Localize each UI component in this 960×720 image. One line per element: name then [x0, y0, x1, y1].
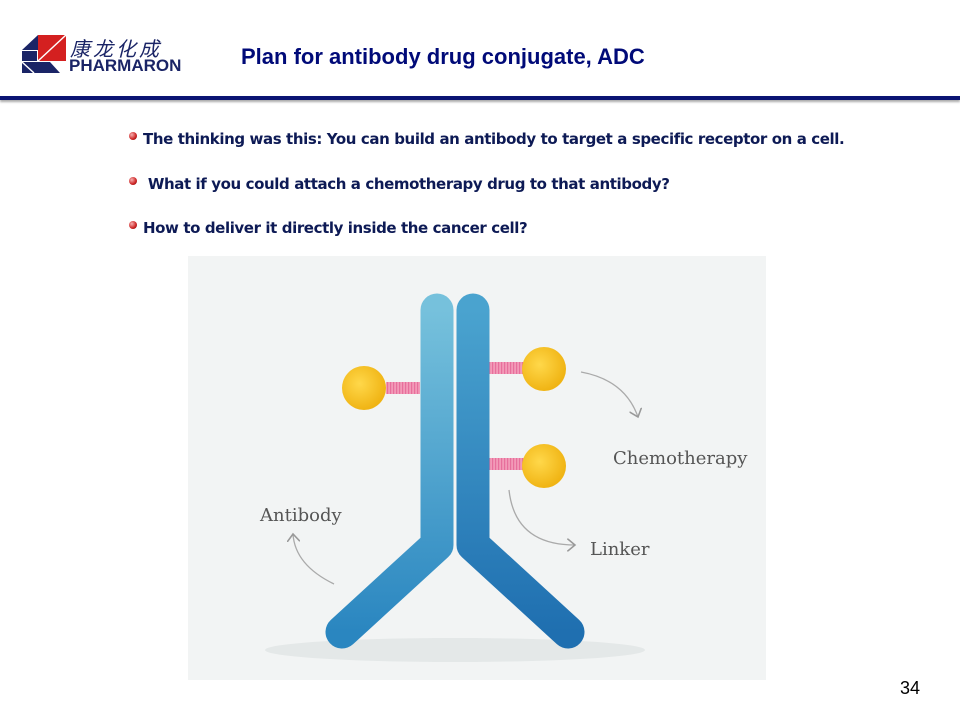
bullet-text: How to deliver it directly inside the ca…: [143, 219, 528, 237]
drug-ball: [522, 444, 566, 488]
antibody-shape: [325, 293, 585, 649]
page-number: 34: [899, 678, 920, 698]
chemo-arrow-icon: [580, 371, 638, 417]
slide-title: Plan for antibody drug conjugate, ADC: [241, 44, 645, 69]
bullet-item: The thinking was this: You can build an …: [129, 130, 845, 148]
linkers: [386, 362, 524, 470]
drug-ball: [522, 347, 566, 391]
linker-label: Linker: [590, 539, 650, 560]
antibody-label: Antibody: [259, 505, 342, 526]
title-divider: [0, 96, 960, 100]
antibody-arrow-icon: [293, 534, 335, 585]
bullet-icon: [129, 132, 137, 140]
chemotherapy-drugs: [342, 347, 566, 488]
logo-chinese-text: 康龙化成: [70, 37, 162, 61]
bullet-text: What if you could attach a chemotherapy …: [143, 175, 670, 193]
chemotherapy-label: Chemotherapy: [613, 448, 748, 469]
shadow: [265, 638, 645, 662]
linker-left: [386, 382, 420, 394]
logo-english-text: PHARMARON: [69, 56, 182, 75]
bullet-text: The thinking was this: You can build an …: [143, 130, 845, 148]
adc-diagram: Chemotherapy Antibody Linker: [188, 256, 766, 680]
logo-mark-icon: [21, 34, 67, 74]
linker-arrow-icon: [508, 489, 575, 545]
bullet-icon: [129, 177, 137, 185]
bullet-item: How to deliver it directly inside the ca…: [129, 219, 528, 237]
drug-ball: [342, 366, 386, 410]
linker-right-bottom: [488, 458, 524, 470]
linker-right-top: [488, 362, 524, 374]
bullet-icon: [129, 221, 137, 229]
pharmaron-logo: [20, 34, 170, 76]
bullet-item: What if you could attach a chemotherapy …: [129, 175, 670, 193]
